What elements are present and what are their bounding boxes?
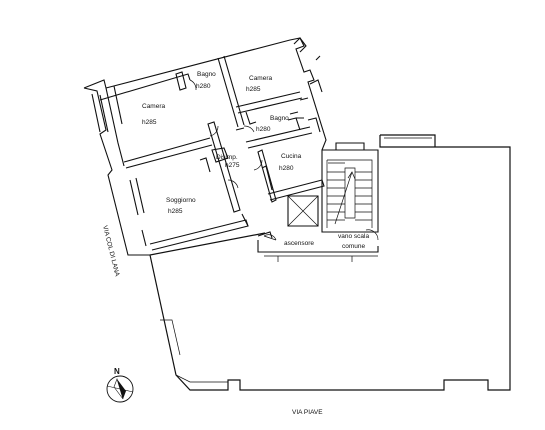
room-height: h285 — [142, 119, 157, 126]
room-name: Cucina — [281, 153, 302, 160]
apartment-walls — [83, 37, 327, 256]
room-disimpegno: Disimp. h275 — [216, 154, 240, 169]
room-height: h285 — [168, 208, 183, 215]
elevator-shaft — [287, 195, 319, 227]
room-camera-west: Camera h285 — [142, 103, 166, 126]
room-name: Camera — [142, 103, 166, 110]
elevator-label: ascensore — [284, 240, 314, 247]
room-name: Disimp. — [216, 154, 238, 161]
compass-icon: N — [106, 367, 134, 403]
compass-north-letter: N — [114, 367, 120, 376]
room-height: h280 — [256, 126, 271, 133]
street-label-south: VIA PIAVE — [292, 409, 323, 416]
room-height: h285 — [246, 86, 261, 93]
stair-core — [321, 142, 379, 233]
room-name: Bagno — [197, 71, 216, 78]
room-name: Bagno — [270, 115, 289, 122]
stair-label-line2: comune — [342, 243, 366, 250]
room-name: Camera — [249, 75, 273, 82]
building-outline — [149, 134, 511, 391]
street-label-west: VIA COL DI LANA — [101, 225, 121, 278]
common-landing — [257, 229, 379, 262]
room-bagno-north: Bagno h280 — [196, 71, 216, 90]
room-name: Soggiorno — [166, 197, 196, 204]
room-soggiorno: Soggiorno h285 — [166, 197, 196, 215]
room-height: h280 — [279, 165, 294, 172]
room-height: h280 — [196, 83, 211, 90]
stair-label-line1: vano scala — [338, 233, 369, 240]
door-swings — [189, 79, 263, 189]
room-cucina: Cucina h280 — [279, 153, 302, 172]
room-bagno-east: Bagno h280 — [256, 115, 289, 133]
room-height: h275 — [225, 162, 240, 169]
room-camera-east: Camera h285 — [246, 75, 273, 93]
